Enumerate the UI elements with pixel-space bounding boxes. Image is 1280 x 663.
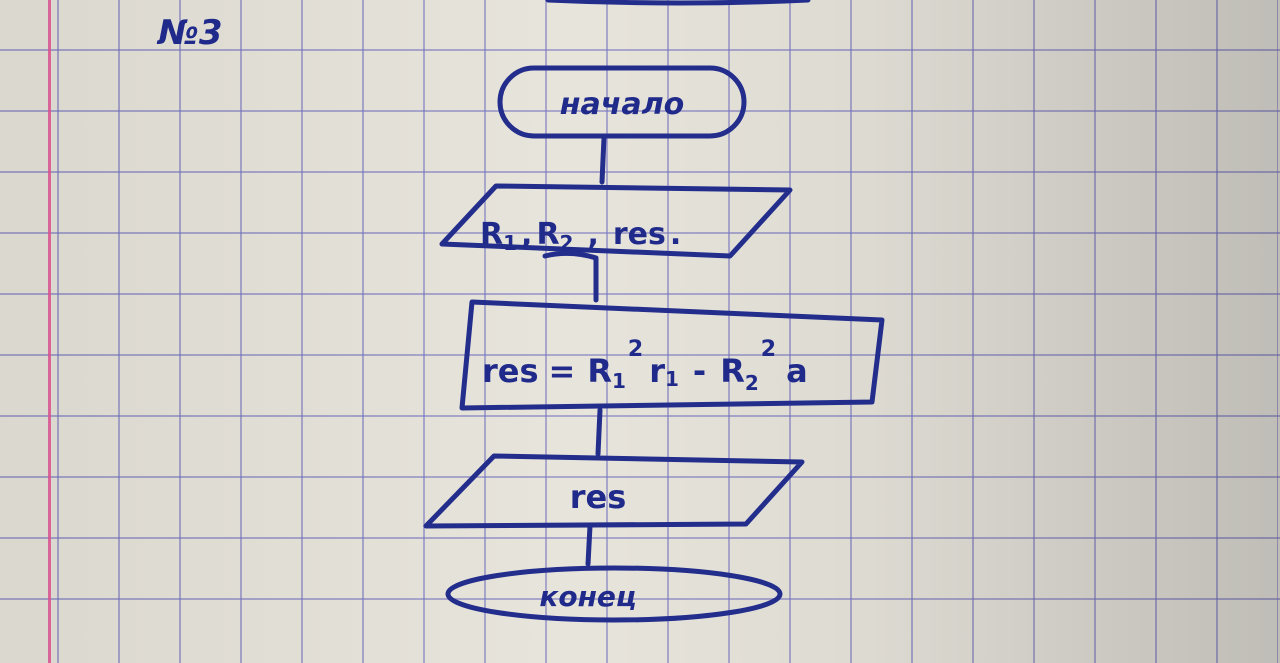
process-text: res=R12r1-R22a <box>482 337 808 395</box>
input-r2-sub: 2 <box>560 231 574 255</box>
process-t2-coef: a <box>786 352 808 390</box>
start-label: начало <box>560 87 684 122</box>
process-lhs: res <box>482 352 539 390</box>
input-sep1: , <box>521 217 532 252</box>
process-rectangle <box>459 299 885 411</box>
page-label: №3 <box>156 13 223 53</box>
output-label: res <box>570 478 627 516</box>
connector-process-output <box>595 407 603 457</box>
process-minus: - <box>693 352 706 390</box>
process-eq: = <box>549 352 576 390</box>
process-t1-sup: 2 <box>628 337 643 362</box>
input-end: . <box>670 217 681 252</box>
margin-line <box>48 0 51 663</box>
end-label: конец <box>539 580 636 613</box>
input-res: res <box>613 217 666 252</box>
process-t1-base: R <box>587 352 612 390</box>
input-parallelogram <box>439 183 793 259</box>
process-t2-sup: 2 <box>761 337 776 362</box>
process-t2-sub: 2 <box>745 371 759 395</box>
process-t2-base: R <box>720 352 745 390</box>
input-sep2: , <box>587 217 598 252</box>
top-edge-stroke <box>545 0 811 6</box>
input-r1: R <box>480 217 503 252</box>
process-t1-sub: 1 <box>612 369 626 393</box>
end-terminator <box>445 565 783 623</box>
input-r2: R <box>536 217 559 252</box>
connector-start-input <box>599 135 607 185</box>
input-underline <box>542 250 599 261</box>
output-parallelogram <box>423 453 805 529</box>
process-t1-coef-sub: 1 <box>665 367 679 391</box>
page-shadow <box>860 0 1280 663</box>
process-t1-coef: r <box>649 352 665 390</box>
start-terminator <box>497 65 747 139</box>
input-r1-sub: 1 <box>503 231 517 255</box>
connector-output-end <box>585 523 593 567</box>
input-text: R1,R2,res. <box>480 217 681 255</box>
